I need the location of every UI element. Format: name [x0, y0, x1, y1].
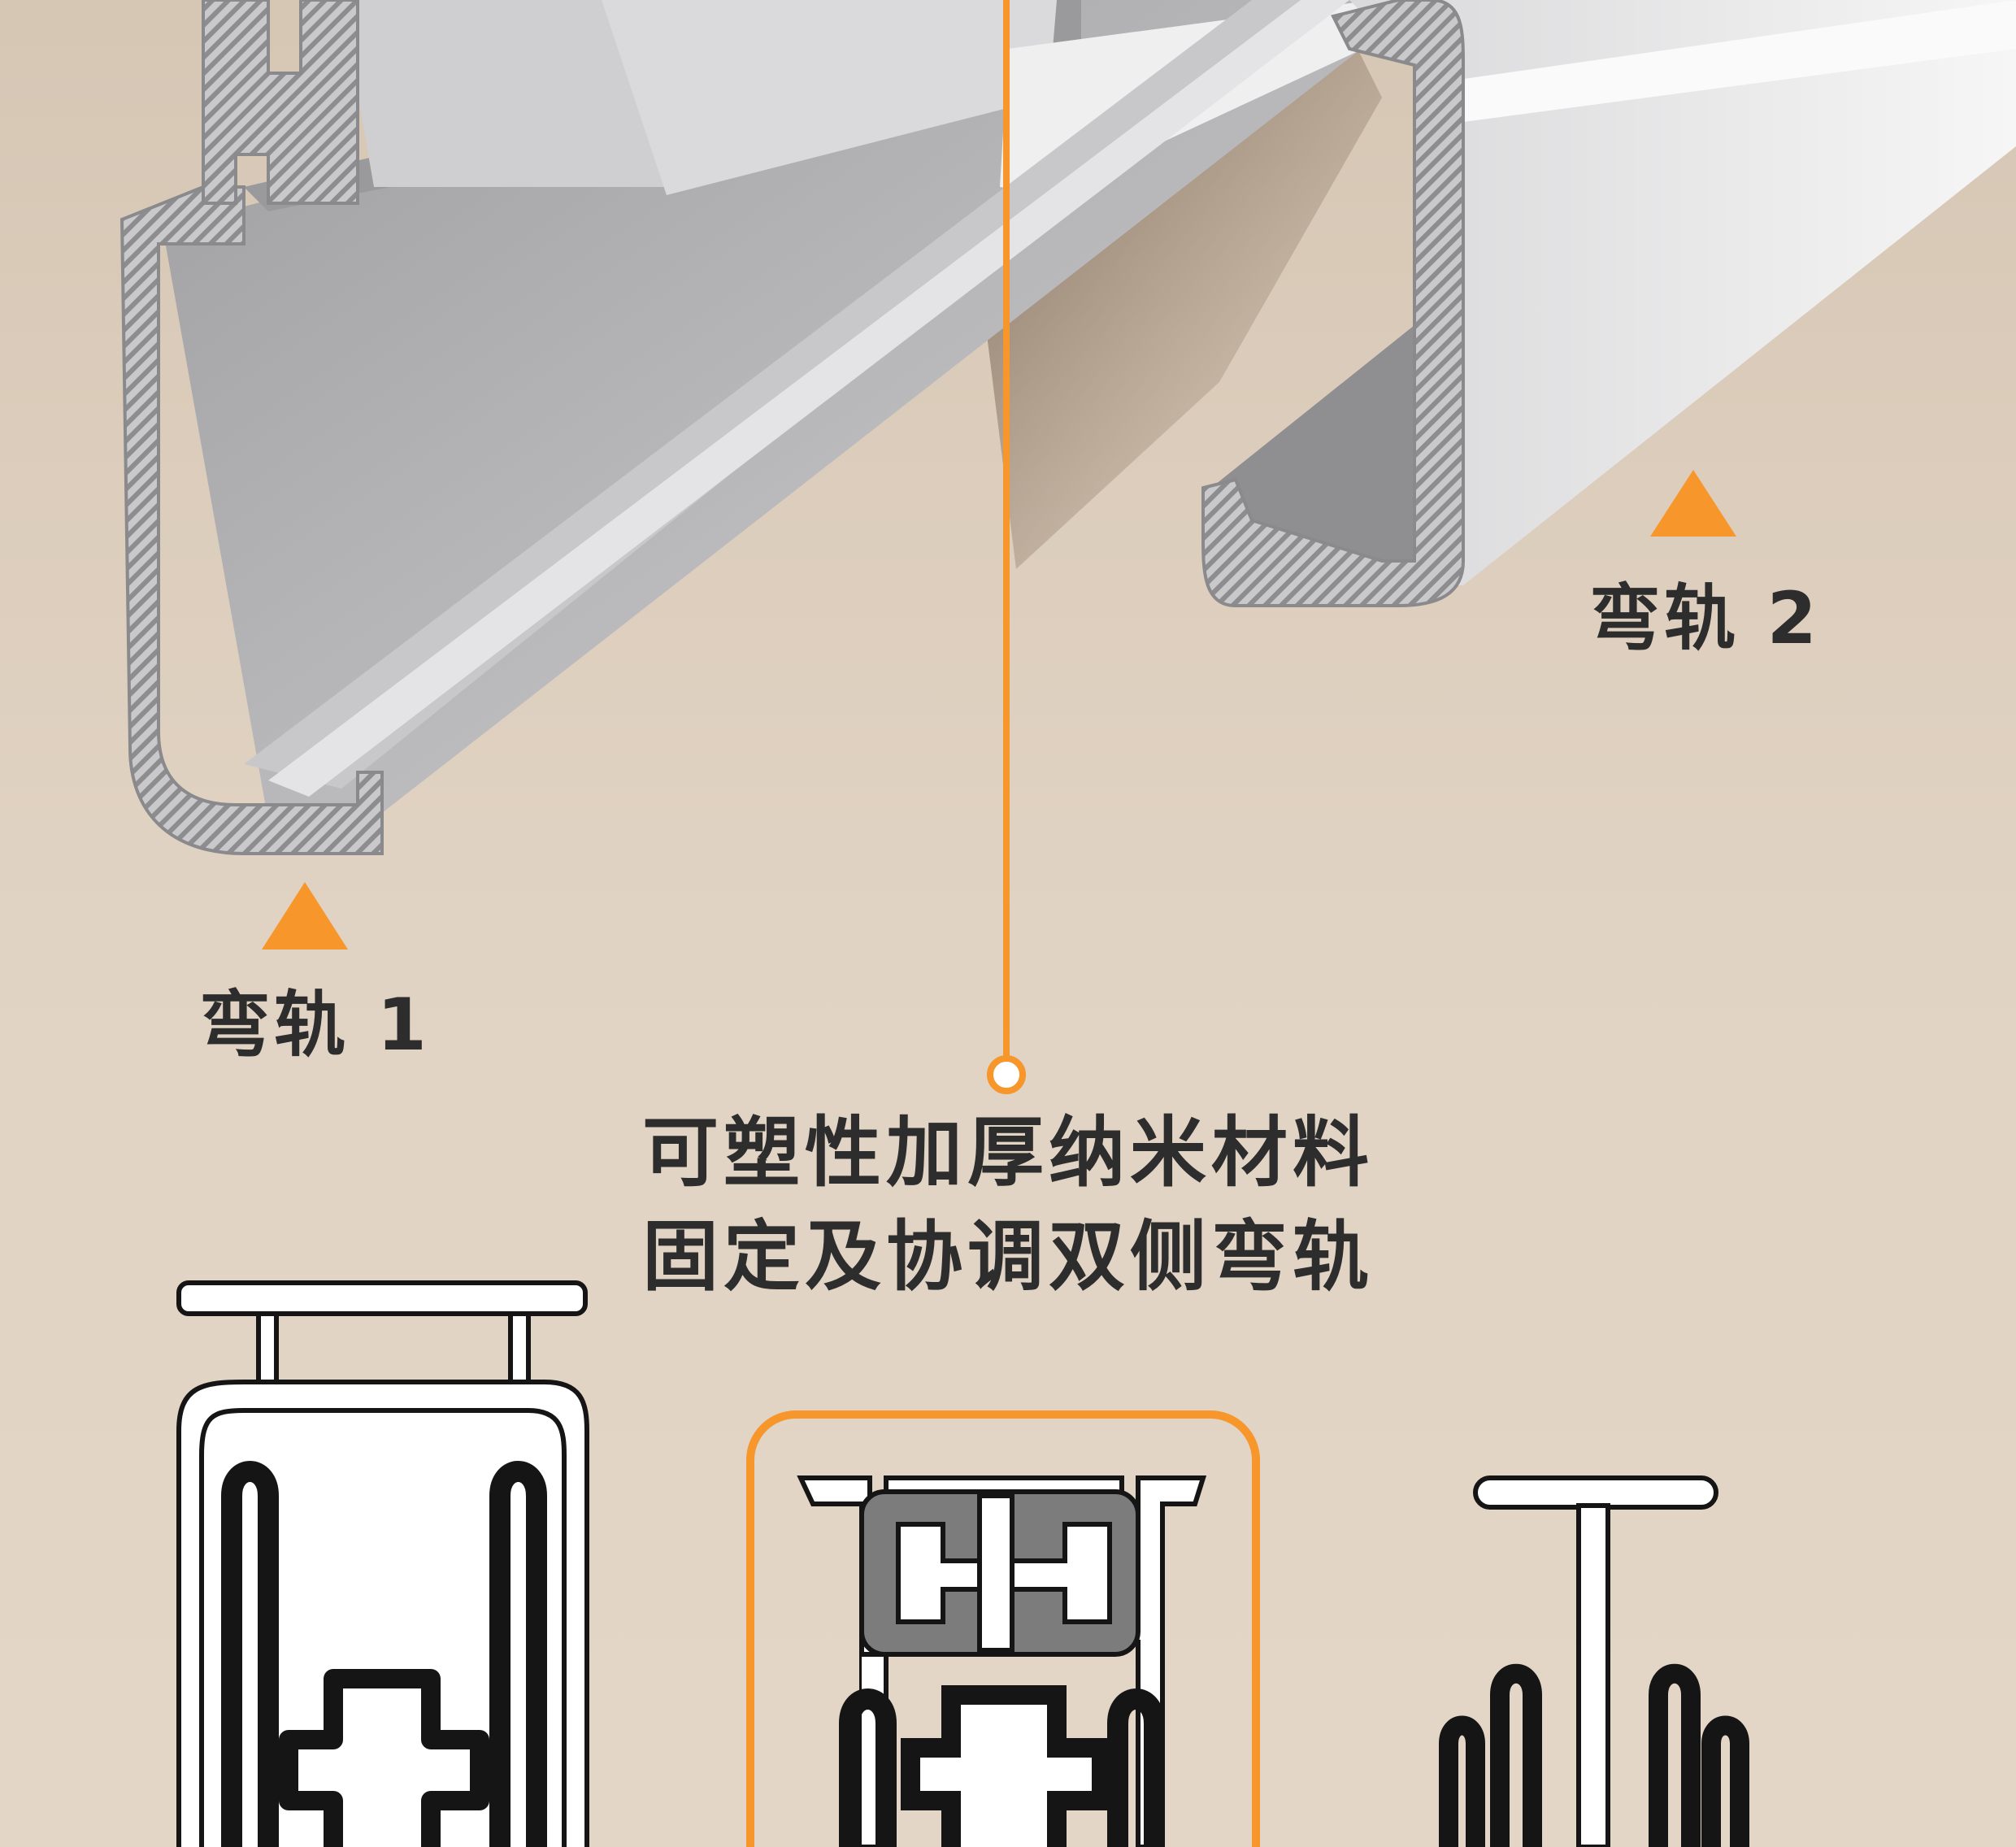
- highlight-frame: [746, 1410, 1260, 1847]
- rail-2-cross-section: [1201, 0, 1465, 607]
- headline-line-1: 可塑性加厚纳米材料: [641, 1109, 1374, 1197]
- rail-profile-diagram-highlighted: [746, 1410, 1260, 1847]
- rail-profile-diagram: [176, 1280, 589, 1847]
- headline-line-2: 固定及协调双侧弯轨: [641, 1213, 1374, 1302]
- rail-1-cross-section: [119, 185, 384, 855]
- rail-2-label: 弯轨 2: [1589, 576, 1820, 660]
- callout-dot-icon: [987, 1055, 1026, 1094]
- rail-1-illustration: [119, 0, 1398, 855]
- headline: 可塑性加厚纳米材料 固定及协调双侧弯轨: [0, 1102, 2016, 1310]
- triangle-marker-icon: [262, 882, 348, 950]
- rail-1-label: 弯轨 1: [199, 983, 430, 1067]
- triangle-marker-icon: [1650, 470, 1736, 537]
- rail-profile-diagram: [1439, 1475, 1749, 1847]
- rail-2-illustration: [1201, 0, 2016, 607]
